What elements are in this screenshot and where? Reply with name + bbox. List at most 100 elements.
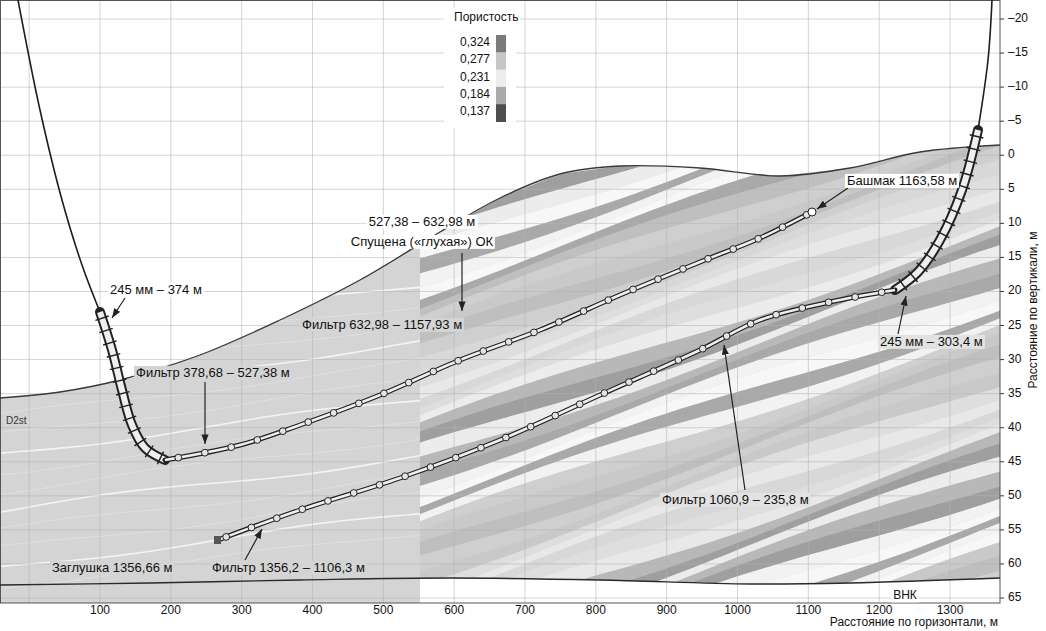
axis-tick bbox=[1000, 495, 1004, 496]
contact-name: ВНК bbox=[891, 589, 919, 602]
axis-value: 900 bbox=[655, 604, 679, 617]
axis-value: 100 bbox=[88, 604, 112, 617]
annotation: Фильтр 1356,2 – 1106,3 м bbox=[210, 561, 367, 575]
streak bbox=[0, 456, 420, 513]
porosity-band bbox=[410, 604, 1010, 631]
filter-string bbox=[165, 212, 812, 460]
axis-tick bbox=[1000, 461, 1004, 462]
filter-coupling bbox=[723, 333, 730, 340]
grid-line bbox=[0, 189, 1000, 190]
casing-joint bbox=[110, 366, 124, 369]
filter-coupling bbox=[705, 255, 712, 262]
legend-value: 0,137 bbox=[458, 106, 492, 119]
grid-line bbox=[524, 0, 525, 603]
filter-coupling bbox=[755, 235, 762, 242]
filter-coupling bbox=[773, 311, 780, 318]
filter-coupling bbox=[299, 506, 306, 513]
casing-joint bbox=[123, 416, 136, 420]
grid-line bbox=[949, 0, 950, 603]
formation-top bbox=[0, 145, 1000, 398]
porosity-band bbox=[410, 553, 1010, 631]
filter-coupling bbox=[455, 357, 462, 364]
casing-joint bbox=[924, 253, 936, 261]
casing-joint bbox=[960, 172, 973, 176]
shoe bbox=[808, 208, 816, 216]
axis-tick bbox=[1000, 155, 1004, 156]
grid-line bbox=[0, 325, 1000, 326]
filter-coupling bbox=[478, 444, 485, 451]
legend-value: 0,277 bbox=[458, 54, 492, 67]
grid-line bbox=[100, 0, 101, 603]
casing-joint bbox=[909, 271, 918, 282]
grid-line bbox=[0, 393, 1000, 394]
axis-value: 65 bbox=[1006, 591, 1023, 604]
filter-coupling bbox=[650, 368, 657, 375]
filter-coupling bbox=[223, 534, 230, 541]
axis-tick bbox=[1000, 291, 1004, 292]
casing-bore bbox=[895, 130, 978, 290]
axis-tick bbox=[1000, 223, 1004, 224]
porosity-band bbox=[410, 539, 1010, 631]
filter-coupling bbox=[430, 368, 437, 375]
porosity-band bbox=[410, 611, 1010, 631]
axis-value: 20 bbox=[1006, 285, 1023, 298]
casing-joint bbox=[942, 220, 955, 226]
streak bbox=[0, 358, 420, 413]
grid-line bbox=[0, 257, 1000, 258]
casing-joint bbox=[95, 316, 108, 320]
grid-line bbox=[312, 0, 313, 603]
filter-coupling bbox=[279, 428, 286, 435]
casing-joint bbox=[967, 147, 981, 150]
filter-coupling bbox=[605, 297, 612, 304]
axis-value: 55 bbox=[1006, 523, 1023, 536]
filter-coupling bbox=[355, 400, 362, 407]
casing-joint bbox=[116, 392, 130, 395]
axis-value: 60 bbox=[1006, 557, 1023, 570]
filter-string-bore bbox=[165, 212, 812, 460]
filter-coupling bbox=[580, 308, 587, 315]
grid-line bbox=[170, 0, 171, 603]
filter-coupling bbox=[825, 299, 832, 306]
streak bbox=[0, 379, 420, 432]
casing-joint bbox=[134, 438, 146, 446]
leader-arrow bbox=[461, 253, 462, 311]
formation-name: D2st bbox=[4, 415, 29, 426]
casing-joint bbox=[963, 160, 977, 164]
annotation: Фильтр 632,98 – 1157,93 м bbox=[300, 318, 464, 332]
axis-value: 50 bbox=[1006, 489, 1023, 502]
casing-joint bbox=[952, 196, 965, 201]
filter-coupling bbox=[228, 444, 235, 451]
axis-value: 300 bbox=[230, 604, 254, 617]
filter-coupling bbox=[555, 319, 562, 326]
layered-block bbox=[410, 0, 1010, 631]
grid-line bbox=[0, 427, 1000, 428]
streak bbox=[0, 401, 420, 454]
filter-coupling bbox=[330, 409, 337, 416]
grid-line bbox=[595, 0, 596, 603]
annotation: 245 мм – 303,4 м bbox=[878, 335, 985, 349]
filter-coupling bbox=[680, 266, 687, 273]
leader-arrow bbox=[724, 345, 745, 490]
casing-joint bbox=[128, 428, 141, 434]
casing-joint bbox=[937, 231, 949, 238]
legend-swatch bbox=[496, 70, 506, 88]
leader-arrow bbox=[898, 296, 906, 334]
annotation: Спущена («глухая») ОК bbox=[349, 235, 495, 249]
filter-coupling bbox=[655, 276, 662, 283]
casing-joint bbox=[970, 135, 984, 138]
axis-value: 15 bbox=[1006, 251, 1023, 264]
grid-line bbox=[0, 223, 1000, 224]
leader-arrow bbox=[817, 188, 848, 209]
grid-line bbox=[0, 529, 1000, 530]
filter-coupling bbox=[452, 454, 459, 461]
axis-value: 400 bbox=[300, 604, 324, 617]
filter-coupling bbox=[747, 320, 754, 327]
grid-line bbox=[0, 598, 1000, 599]
axis-value: 800 bbox=[584, 604, 608, 617]
axis-title: Расстояние по вертикали, м bbox=[1027, 230, 1040, 391]
streak bbox=[0, 514, 420, 567]
filter-coupling bbox=[248, 524, 255, 531]
annotation: 527,38 – 632,98 м bbox=[367, 215, 478, 229]
